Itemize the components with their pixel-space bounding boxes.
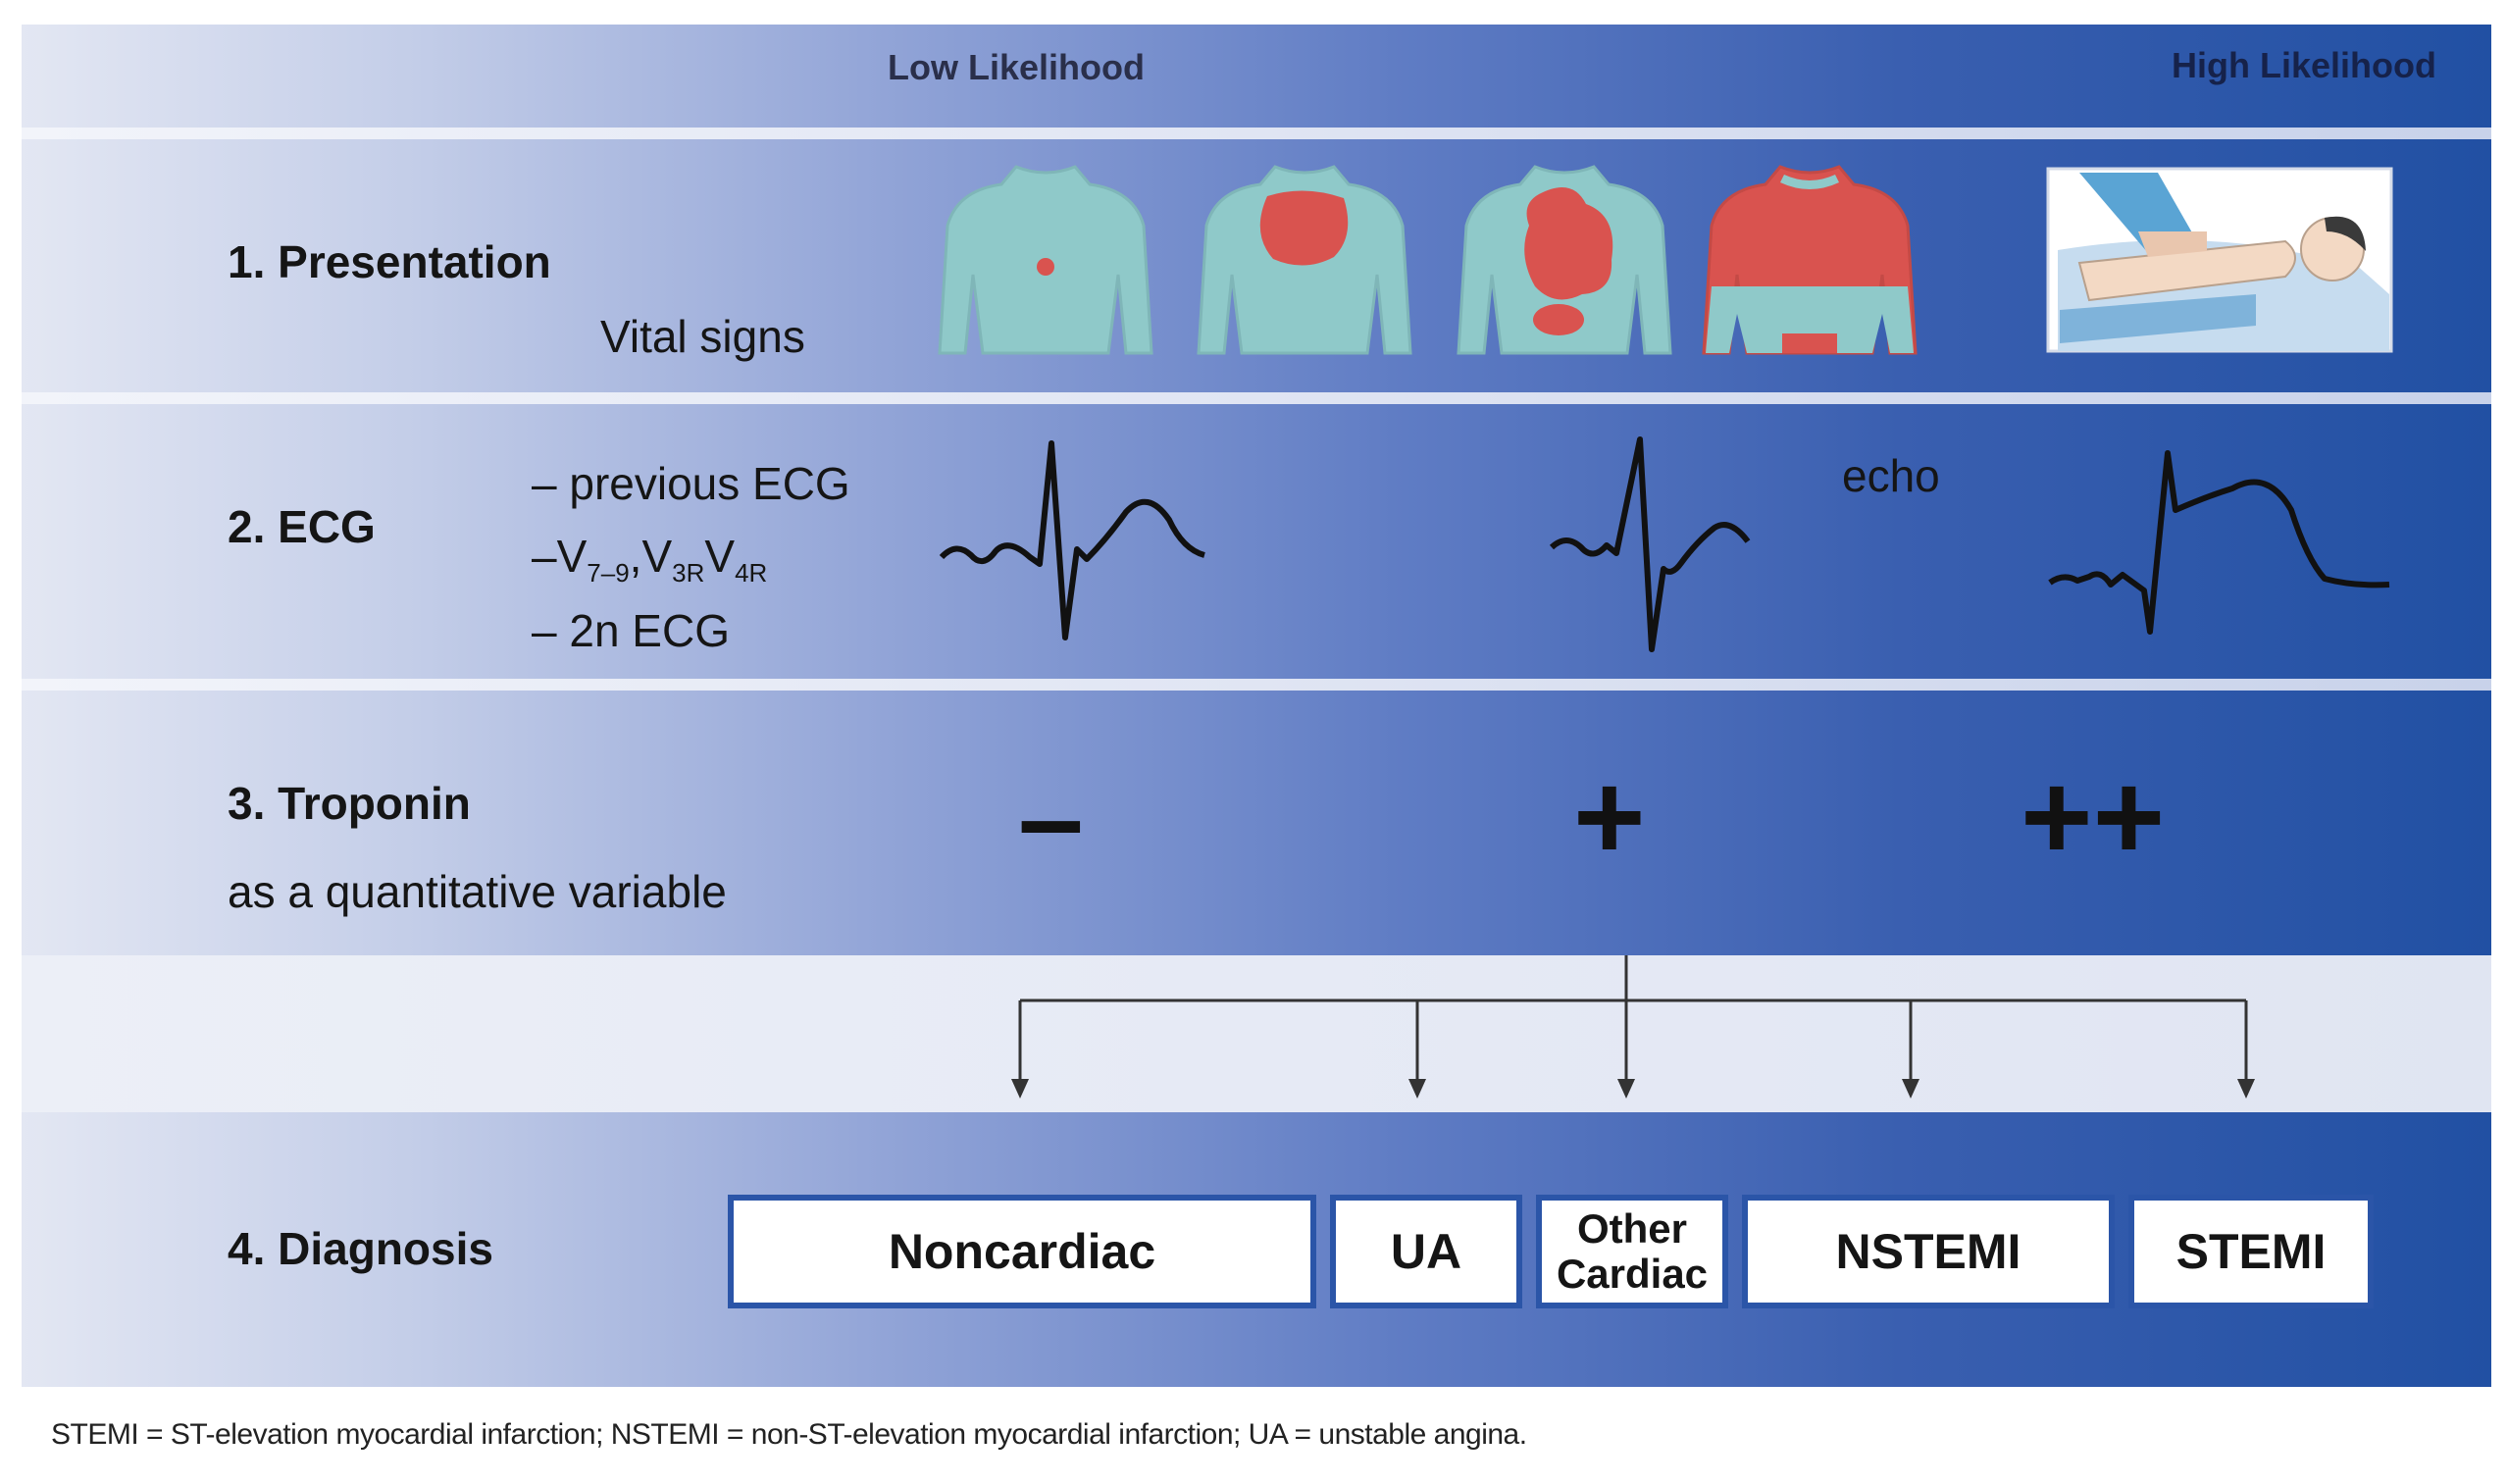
separator (22, 392, 2491, 404)
arrow-down-icon (1617, 1079, 1635, 1099)
ecg-item-previous: – previous ECG (532, 458, 850, 509)
arrow-down-icon (1011, 1079, 1029, 1099)
diagnosis-nstemi: NSTEMI (1742, 1195, 2115, 1308)
leads-comma: , (629, 531, 642, 582)
vital-signs-label: Vital signs (600, 311, 805, 362)
diagnosis-noncardiac: Noncardiac (728, 1195, 1316, 1308)
lead-v: V (556, 531, 588, 582)
torso-spreading-pain-icon (1457, 165, 1672, 355)
ecg-leads-label: –V7–9,V3RV4R (532, 530, 767, 588)
arrow-area (22, 955, 2491, 1112)
troponin-positive: + (1573, 747, 1646, 886)
troponin-strong-positive: ++ (2021, 747, 2166, 886)
troponin-title: 3. Troponin (228, 778, 471, 829)
troponin-negative: – (1018, 752, 1084, 884)
diagnosis-title: 4. Diagnosis (228, 1223, 493, 1274)
troponin-subtitle: as a quantitative variable (228, 866, 727, 917)
lead-v: V (704, 531, 736, 582)
ecg-title: 2. ECG (228, 501, 376, 552)
echo-label: echo (1842, 450, 1940, 501)
torso-diffuse-pain-icon (1702, 165, 1918, 355)
diagnosis-other-cardiac: Other Cardiac (1536, 1195, 1728, 1308)
arrow-down-icon (2237, 1079, 2255, 1099)
cpr-resuscitation-icon (2046, 167, 2393, 353)
lead-v: V (641, 531, 673, 582)
separator (22, 128, 2491, 139)
ecg-normal-trace-icon (939, 440, 1205, 640)
separator (22, 679, 2491, 691)
lead-sub: 4R (735, 558, 768, 588)
high-likelihood-label: High Likelihood (2172, 45, 2436, 85)
ecg-row (22, 404, 2491, 679)
presentation-title: 1. Presentation (228, 236, 551, 287)
diagnosis-ua: UA (1330, 1195, 1522, 1308)
troponin-row (22, 691, 2491, 955)
diagnosis-stemi: STEMI (2128, 1195, 2374, 1308)
lead-sub: 7–9 (587, 558, 630, 588)
header-band (22, 25, 2491, 128)
arrow-down-icon (1408, 1079, 1426, 1099)
leads-dash: – (532, 531, 557, 582)
torso-small-pain-icon (938, 165, 1153, 355)
ecg-ischemic-trace-icon (1549, 436, 1751, 652)
arrow-down-icon (1902, 1079, 1919, 1099)
lead-sub: 3R (672, 558, 705, 588)
ecg-item-2n: – 2n ECG (532, 605, 730, 656)
footnote: STEMI = ST-elevation myocardial infarcti… (51, 1418, 1527, 1451)
low-likelihood-label: Low Likelihood (888, 47, 1145, 87)
ecg-st-elevation-trace-icon (2048, 450, 2390, 635)
torso-central-pain-icon (1197, 165, 1412, 355)
